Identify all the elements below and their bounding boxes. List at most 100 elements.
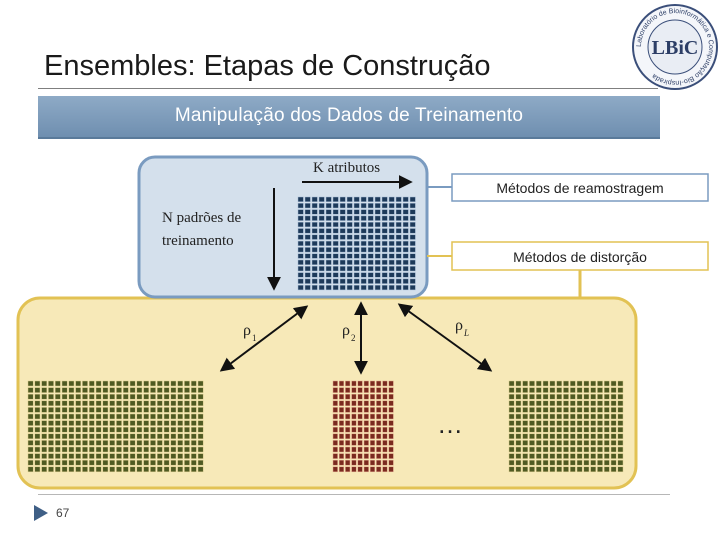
grid-cell (190, 420, 197, 426)
grid-cell (332, 272, 339, 278)
grid-cell (388, 400, 394, 407)
grid-cell (381, 240, 388, 247)
grid-cell (297, 234, 304, 240)
grid-cell (374, 209, 381, 215)
grid-cell (610, 413, 617, 420)
grid-cell (136, 426, 143, 433)
grid-cell (353, 247, 360, 253)
grid-cell (576, 446, 583, 453)
page-number: 67 (56, 506, 70, 520)
grid-cell (82, 420, 88, 426)
grid-cell (136, 459, 143, 466)
grid-cell (297, 278, 304, 284)
grid-cell (170, 440, 177, 446)
grid-cell (143, 433, 150, 440)
grid-cell (409, 221, 416, 228)
grid-cell (535, 387, 542, 393)
grid-cell (346, 196, 353, 202)
grid-cell (590, 400, 597, 407)
grid-cell (603, 380, 610, 387)
grid-cell (184, 420, 190, 426)
grid-cell (332, 400, 338, 407)
grid-cell (177, 459, 184, 466)
grid-cell (360, 278, 367, 284)
grid-cell (184, 393, 190, 400)
grid-cell (109, 420, 116, 426)
grid-cell (353, 278, 360, 284)
grid-cell (590, 446, 597, 453)
grid-cell (603, 466, 610, 473)
grid-cell (603, 407, 610, 413)
grid-cell (529, 453, 535, 459)
ellipsis: … (437, 409, 463, 439)
grid-cell (388, 407, 394, 413)
grid-cell (122, 426, 129, 433)
grid-cell (122, 466, 129, 473)
grid-cell (382, 440, 388, 446)
grid-cell (363, 453, 369, 459)
grid-cell (617, 400, 624, 407)
grid-cell (381, 272, 388, 278)
grid-cell (88, 420, 95, 426)
grid-cell (388, 446, 394, 453)
grid-cell (381, 278, 388, 284)
grid-cell (610, 400, 617, 407)
grid-cell (102, 440, 109, 446)
grid-cell (197, 440, 204, 446)
grid-cell (542, 426, 549, 433)
page-marker-icon (34, 505, 48, 521)
grid-cell (603, 453, 610, 459)
grid-cell (576, 380, 583, 387)
grid-cell (376, 380, 382, 387)
grid-cell (122, 440, 129, 446)
grid-cell (351, 433, 357, 440)
grid-cell (363, 380, 369, 387)
grid-cell (41, 393, 48, 400)
slide-title: Ensembles: Etapas de Construção (44, 50, 491, 82)
grid-cell (325, 272, 332, 278)
grid-cell (367, 284, 374, 291)
grid-cell (136, 380, 143, 387)
grid-cell (325, 284, 332, 291)
rho2-subscript: 2 (351, 333, 356, 343)
grid-cell (102, 446, 109, 453)
grid-cell (184, 387, 190, 393)
rho2-label: ρ (342, 322, 350, 339)
grid-cell (197, 393, 204, 400)
grid-cell (102, 433, 109, 440)
grid-cell (297, 221, 304, 228)
grid-cell (27, 400, 34, 407)
grid-cell (576, 420, 583, 426)
grid-cell (325, 203, 332, 209)
grid-cell (332, 247, 339, 253)
grid-cell (95, 453, 102, 459)
grid-cell (325, 196, 332, 202)
grid-cell (590, 440, 597, 446)
grid-cell (177, 440, 184, 446)
grid-cell (311, 284, 318, 291)
grid-cell (603, 400, 610, 407)
grid-cell (332, 284, 339, 291)
grid-cell (48, 453, 54, 459)
grid-cell (395, 221, 402, 228)
grid-cell (556, 393, 563, 400)
grid-cell (549, 459, 556, 466)
grid-cell (357, 380, 363, 387)
grid-cell (156, 380, 163, 387)
grid-cell (68, 433, 75, 440)
grid-cell (311, 215, 318, 221)
grid-cell (535, 446, 542, 453)
grid-cell (88, 426, 95, 433)
grid-cell (332, 420, 338, 426)
grid-cell (339, 272, 346, 278)
grid-cell (583, 407, 590, 413)
grid-cell (143, 453, 150, 459)
grid-cell (54, 453, 61, 459)
grid-cell (332, 453, 338, 459)
grid-cell (54, 420, 61, 426)
grid-cell (163, 387, 170, 393)
grid-cell (325, 266, 332, 272)
grid-cell (34, 380, 41, 387)
grid-cell (542, 413, 549, 420)
grid-cell (61, 426, 68, 433)
